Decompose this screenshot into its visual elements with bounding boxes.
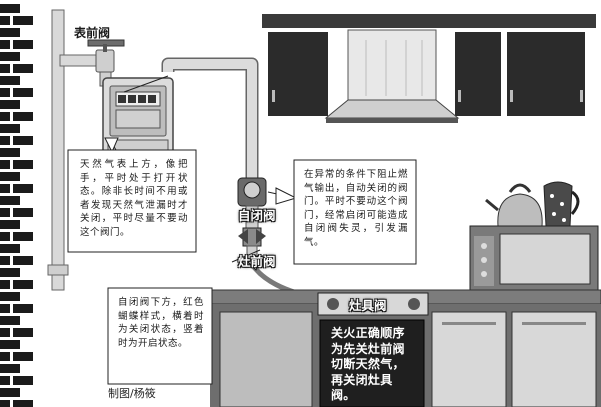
- brick: [0, 52, 20, 61]
- microwave: [469, 225, 599, 293]
- brick: [0, 244, 20, 253]
- brick: [0, 160, 10, 169]
- brick: [0, 220, 20, 229]
- stove-front-valve: [238, 227, 266, 267]
- stove-front-valve-note-box: [107, 287, 213, 385]
- brick: [0, 88, 10, 97]
- brick: [13, 328, 33, 337]
- brick: [0, 76, 20, 85]
- brick: [0, 352, 10, 361]
- brick-wall: [0, 4, 33, 407]
- brick: [0, 304, 10, 313]
- brick: [13, 160, 33, 169]
- brick: [0, 292, 20, 301]
- brick: [13, 112, 33, 121]
- range-hood: [262, 14, 596, 123]
- auto-valve-label: 自闭阀: [238, 208, 276, 223]
- brick: [0, 208, 10, 217]
- brick: [13, 40, 33, 49]
- stove-front-valve-note: 自闭阀下方，红色蝴蝶样式，横着时为关闭状态，竖着时为开启状态。: [118, 297, 204, 349]
- gas-meter: [102, 77, 174, 155]
- brick: [0, 172, 20, 181]
- meter-valve-label: 表前阀: [74, 26, 111, 40]
- stove-front-valve-label: 灶前阀: [238, 254, 276, 269]
- brick: [0, 316, 20, 325]
- brick: [0, 328, 10, 337]
- brick: [13, 376, 33, 385]
- brick: [0, 16, 10, 25]
- brick: [0, 232, 10, 241]
- brick: [0, 28, 20, 37]
- brick: [0, 100, 20, 109]
- brick: [0, 364, 20, 373]
- auto-closing-valve: [237, 177, 267, 229]
- brick: [13, 232, 33, 241]
- auto-valve-note-box: [293, 159, 417, 265]
- kettles: [485, 181, 580, 227]
- brick: [13, 136, 33, 145]
- brick: [0, 40, 10, 49]
- brick: [13, 208, 33, 217]
- stove: [317, 292, 429, 316]
- meter-valve-note-box: [67, 149, 197, 253]
- brick: [0, 64, 10, 73]
- brick: [13, 184, 33, 193]
- brick: [0, 268, 20, 277]
- brick: [0, 280, 10, 289]
- brick: [0, 136, 10, 145]
- meter-valve-note: 天然气表上方，像把手，平时处于打开状态。除非长时间不用或者发现天然气泄漏时才关闭…: [80, 159, 188, 238]
- brick: [13, 304, 33, 313]
- credit: 制图/杨筱: [108, 387, 156, 400]
- brick: [0, 196, 20, 205]
- brick: [0, 184, 10, 193]
- brick: [13, 256, 33, 265]
- brick: [0, 148, 20, 157]
- brick: [0, 112, 10, 121]
- brick: [0, 256, 10, 265]
- brick: [13, 64, 33, 73]
- brick: [13, 16, 33, 25]
- brick: [0, 124, 20, 133]
- brick: [0, 4, 20, 13]
- brick: [13, 400, 33, 407]
- lower-cabinets: [210, 304, 601, 407]
- safety-tip: 关火正确顺序为先关灶前阀切断天然气，再关闭灶具阀。: [331, 326, 405, 402]
- stove-valve-label: 灶具阀: [349, 298, 387, 313]
- auto-valve-note: 在异常的条件下阻止燃气输出，自动关闭的阀门。平时不要动这个阀门，经常启闭可能造成…: [304, 169, 408, 248]
- brick: [13, 88, 33, 97]
- brick: [0, 340, 20, 349]
- brick: [0, 388, 20, 397]
- brick: [0, 376, 10, 385]
- brick: [13, 352, 33, 361]
- brick: [13, 280, 33, 289]
- brick: [0, 400, 10, 407]
- riser-pipe: [51, 9, 65, 291]
